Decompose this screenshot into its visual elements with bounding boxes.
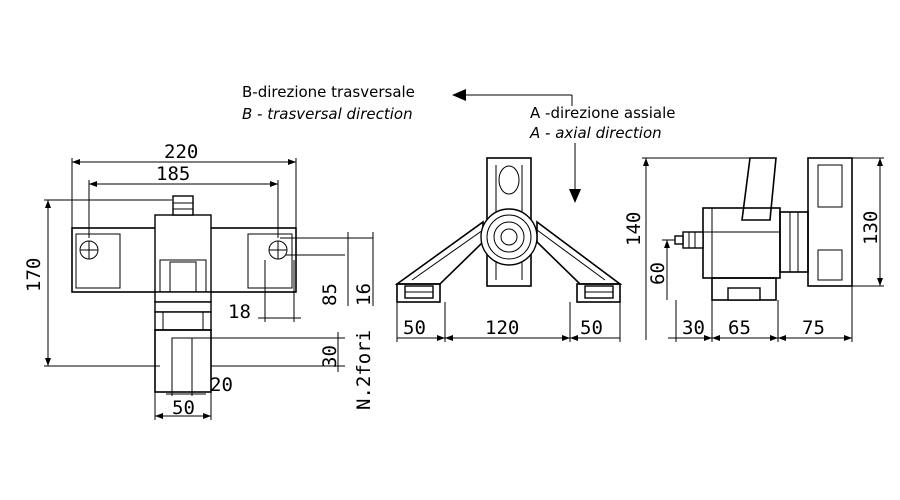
dim-65: 65 bbox=[728, 317, 751, 339]
caption-axial-it: A -direzione assiale bbox=[530, 104, 676, 122]
caption-transversal-it: B-direzione trasversale bbox=[242, 83, 415, 101]
dim-120: 120 bbox=[485, 317, 519, 339]
dim-170: 170 bbox=[23, 258, 45, 292]
dim-18: 18 bbox=[228, 301, 251, 323]
caption-axial-en: A - axial direction bbox=[529, 124, 662, 142]
transversal-direction-arrow bbox=[452, 89, 573, 106]
dim-16: 16 bbox=[353, 283, 375, 306]
holes-note: N.2fori bbox=[353, 330, 375, 410]
dim-20: 20 bbox=[210, 374, 233, 396]
dim-75: 75 bbox=[802, 317, 825, 339]
dim-140: 140 bbox=[623, 212, 645, 246]
dim-50-left-base: 50 bbox=[403, 317, 426, 339]
dim-130: 130 bbox=[860, 211, 882, 245]
side-view: 50 120 50 bbox=[394, 157, 623, 342]
dim-50-right-base: 50 bbox=[580, 317, 603, 339]
dim-50-front: 50 bbox=[172, 397, 195, 419]
dim-30-right: 30 bbox=[682, 317, 705, 339]
direction-captions: B-direzione trasversale B - trasversal d… bbox=[242, 83, 676, 203]
dim-185: 185 bbox=[156, 163, 190, 185]
dim-60: 60 bbox=[647, 262, 669, 285]
dim-220: 220 bbox=[164, 141, 198, 163]
caption-transversal-en: B - trasversal direction bbox=[242, 105, 413, 123]
dim-30-front: 30 bbox=[319, 345, 341, 368]
right-view: 140 60 130 30 65 75 bbox=[623, 157, 884, 342]
axial-direction-arrow bbox=[569, 143, 581, 203]
dim-85: 85 bbox=[319, 283, 341, 306]
front-view: 220 185 170 bbox=[23, 141, 375, 420]
